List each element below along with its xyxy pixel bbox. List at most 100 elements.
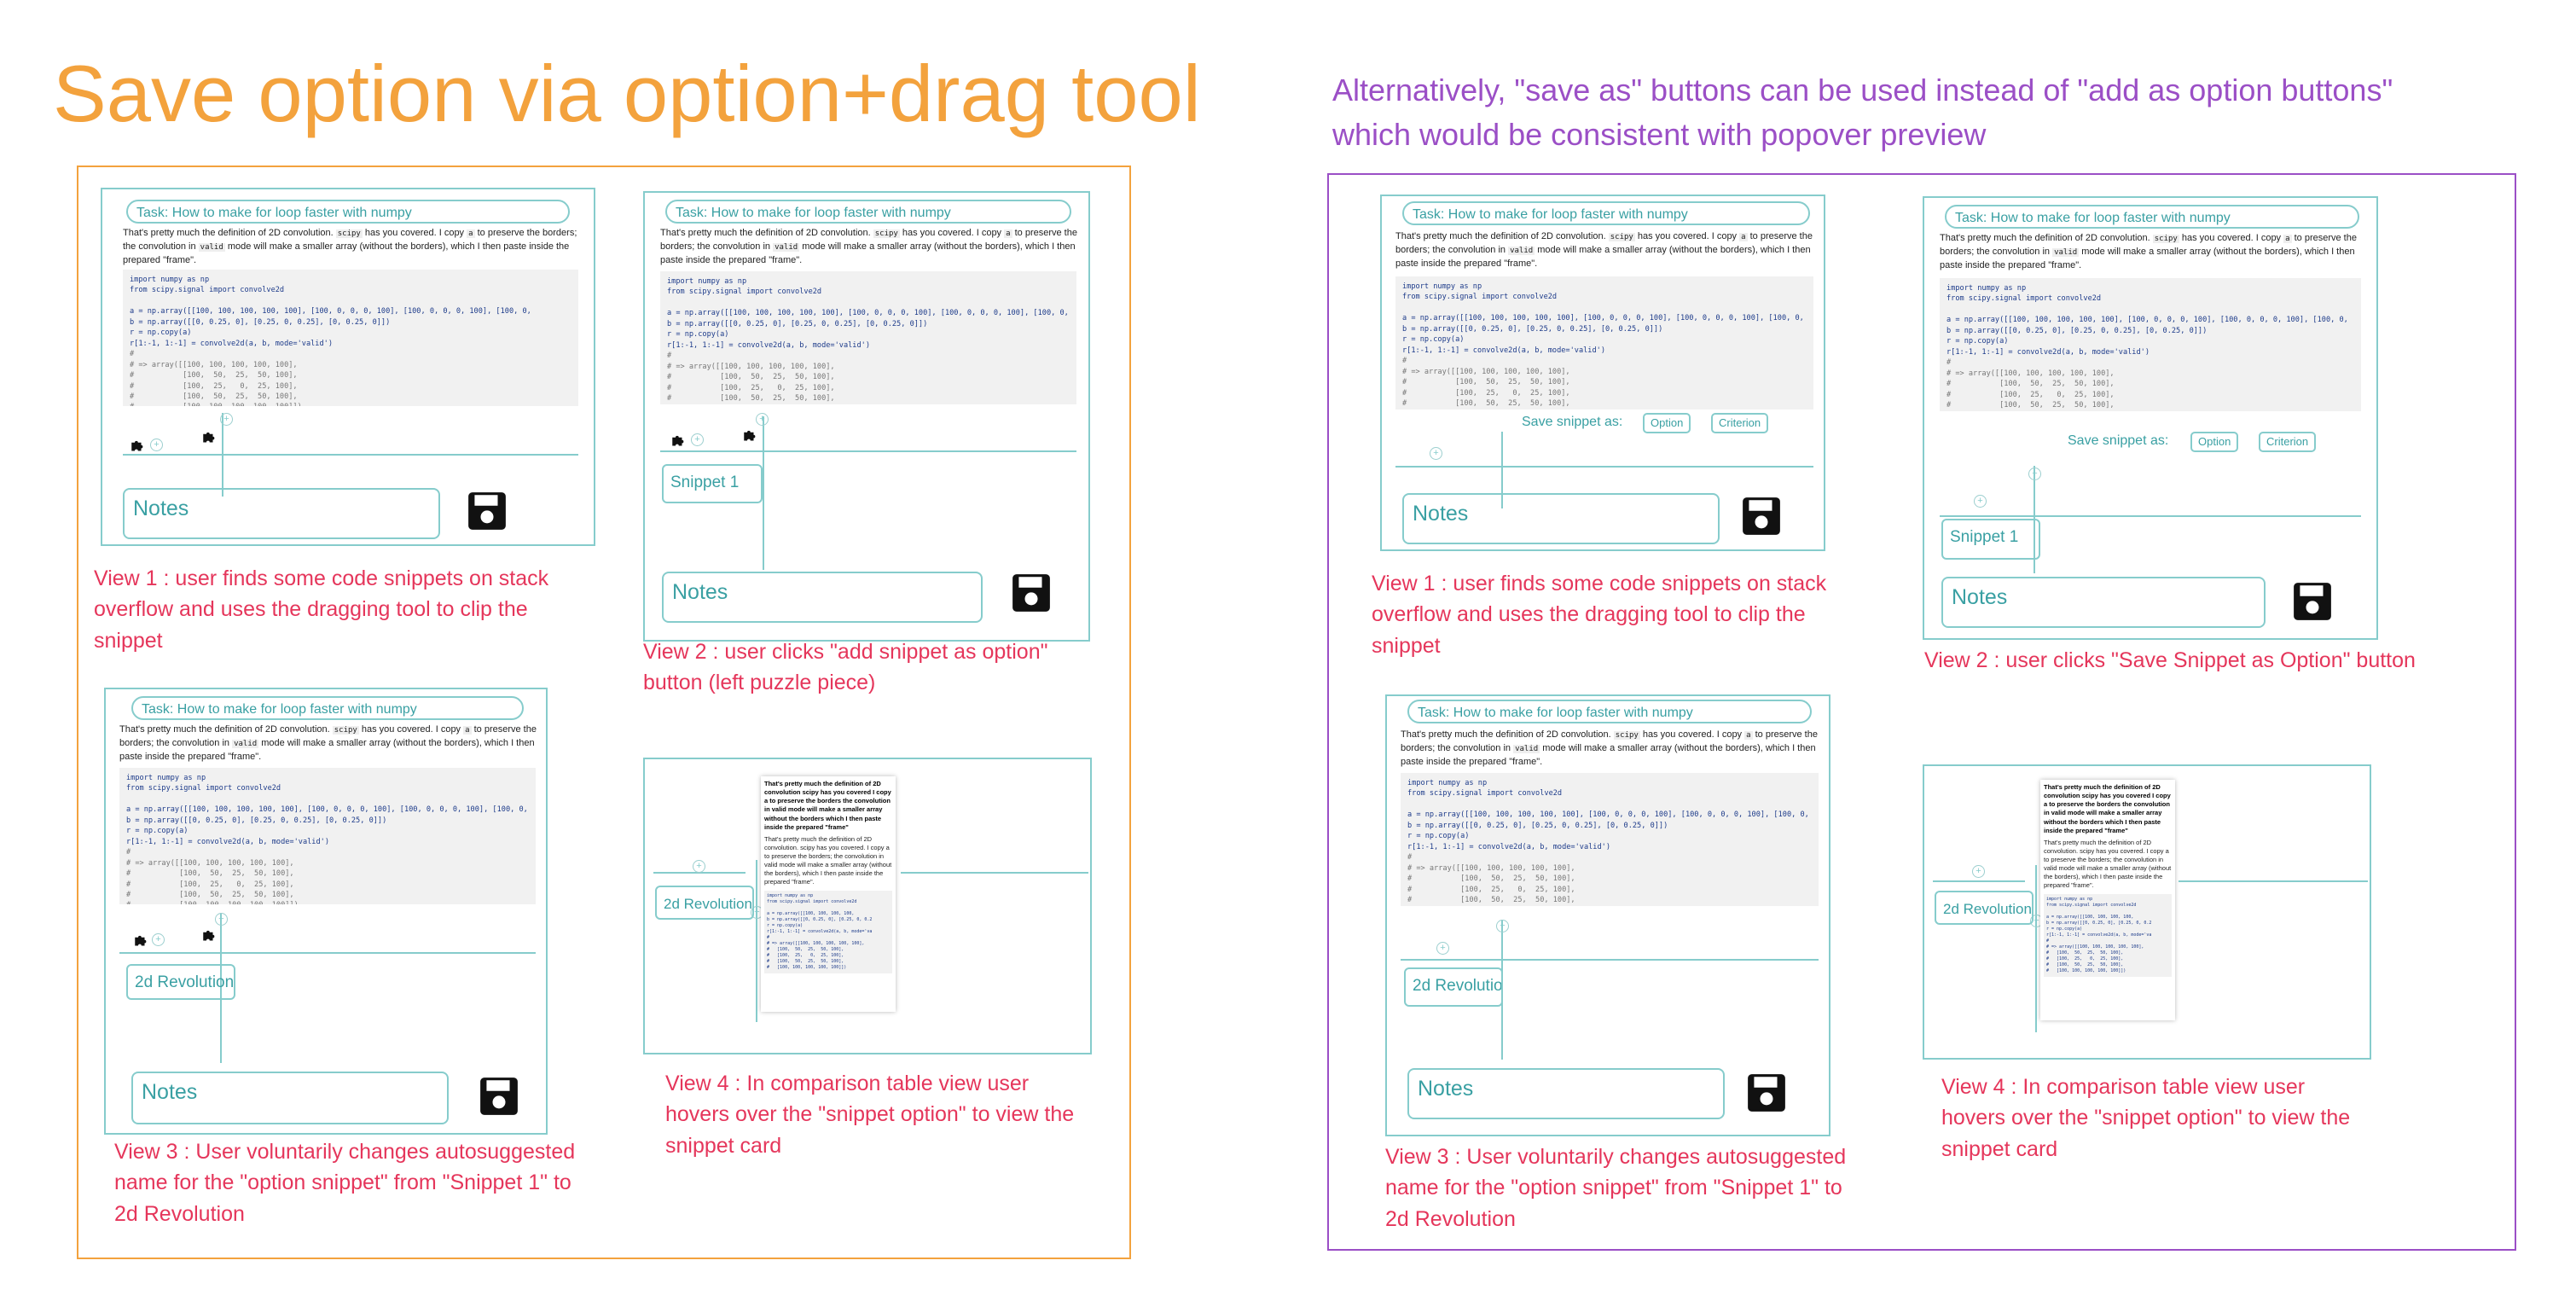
floppy-disk-save-icon[interactable] — [478, 1075, 520, 1118]
floppy-disk-save-icon[interactable] — [1745, 1072, 1788, 1114]
left-group-frame — [77, 166, 1131, 1259]
save-as-criterion-button[interactable]: Criterion — [1711, 413, 1769, 433]
puzzle-icon[interactable] — [670, 432, 686, 447]
plus-circle-icon[interactable]: + — [2028, 468, 2041, 480]
notes-field[interactable]: Notes — [1941, 577, 2266, 628]
plus-circle-icon[interactable]: + — [215, 913, 228, 926]
card-paragraph: That's pretty much the definition of 2D … — [2044, 838, 2172, 890]
drag-guide-horizontal — [1401, 959, 1819, 961]
table-row-divider — [2179, 880, 2368, 882]
notes-field[interactable]: Notes — [662, 572, 983, 623]
floppy-disk-save-icon[interactable] — [2291, 580, 2334, 623]
table-row-divider — [653, 872, 746, 874]
snippet-option-chip[interactable]: Snippet 1 — [1941, 519, 2040, 560]
answer-paragraph: That's pretty much the definition of 2D … — [119, 724, 537, 762]
plus-circle-icon[interactable]: + — [1972, 865, 1985, 878]
right-title-line1: Alternatively, "save as" buttons can be … — [1332, 73, 2393, 107]
task-title: Task: How to make for loop faster with n… — [1402, 201, 1810, 225]
caption-right-view4: View 4 : In comparison table view user h… — [1941, 1075, 2351, 1161]
left-view2: Task: How to make for loop faster with n… — [643, 191, 1090, 642]
code-block: import numpy as np from scipy.signal imp… — [660, 271, 1076, 404]
puzzle-icon[interactable] — [130, 437, 145, 452]
floppy-disk-save-icon[interactable] — [1740, 495, 1783, 537]
save-as-option-button[interactable]: Option — [1643, 413, 1691, 433]
answer-paragraph: That's pretty much the definition of 2D … — [660, 228, 1077, 265]
code-block: import numpy as np from scipy.signal imp… — [1401, 773, 1819, 906]
puzzle-icon[interactable] — [133, 932, 148, 947]
drag-guide-horizontal — [1940, 515, 2361, 517]
drag-guide-horizontal — [1395, 466, 1813, 468]
plus-circle-icon[interactable]: + — [1430, 447, 1442, 460]
notes-field[interactable]: Notes — [123, 488, 440, 539]
snippet-option-chip[interactable]: 2d Revolution — [1404, 967, 1503, 1007]
plus-circle-icon[interactable]: + — [691, 433, 704, 446]
left-title: Save option via option+drag tool — [53, 49, 1201, 138]
save-as-criterion-button[interactable]: Criterion — [2259, 432, 2317, 452]
card-code: import numpy as np from scipy.signal imp… — [764, 890, 892, 973]
caption-left-view3: View 3 : User voluntarily changes autosu… — [114, 1140, 576, 1226]
snippet-option-chip[interactable]: Snippet 1 — [662, 464, 763, 503]
caption-left-view2: View 2 : user clicks "add snippet as opt… — [643, 640, 1048, 695]
table-column-divider — [756, 860, 757, 1022]
task-title: Task: How to make for loop faster with n… — [131, 696, 524, 720]
answer-paragraph: That's pretty much the definition of 2D … — [1395, 231, 1813, 269]
right-group-frame — [1327, 173, 2516, 1251]
drag-guide-vertical — [1501, 432, 1503, 508]
task-title: Task: How to make for loop faster with n… — [126, 200, 570, 224]
code-block: import numpy as np from scipy.signal imp… — [1940, 278, 2361, 411]
task-title: Task: How to make for loop faster with n… — [1945, 205, 2359, 229]
right-title-line2: which would be consistent with popover p… — [1332, 117, 1987, 153]
right-view1: Task: How to make for loop faster with n… — [1380, 195, 1825, 551]
notes-field[interactable]: Notes — [1402, 493, 1720, 544]
plus-circle-icon[interactable]: + — [220, 413, 233, 426]
table-row-divider — [901, 872, 1088, 874]
right-view2: Task: How to make for loop faster with n… — [1923, 196, 2378, 640]
drag-guide-vertical — [220, 913, 222, 1063]
drag-guide-horizontal — [119, 952, 536, 954]
save-snippet-as-label: Save snippet as: — [1522, 415, 1623, 429]
plus-circle-icon[interactable]: + — [150, 439, 163, 451]
right-title: Alternatively, "save as" buttons can be … — [1332, 68, 2544, 157]
task-title: Task: How to make for loop faster with n… — [665, 200, 1071, 224]
code-block: import numpy as np from scipy.signal imp… — [119, 768, 536, 904]
answer-paragraph: That's pretty much the definition of 2D … — [1401, 729, 1818, 767]
right-view3: Task: How to make for loop faster with n… — [1385, 694, 1830, 1136]
snippet-option-chip[interactable]: 2d Revolution — [655, 886, 754, 920]
snippet-option-chip[interactable]: 2d Revolution — [126, 964, 235, 1000]
plus-circle-icon[interactable]: + — [1436, 942, 1449, 955]
floppy-disk-save-icon[interactable] — [1010, 572, 1053, 614]
drag-guide-horizontal — [123, 454, 578, 456]
caption-left-view1: View 1 : user finds some code snippets o… — [94, 566, 549, 653]
plus-circle-icon[interactable]: + — [1974, 495, 1987, 508]
plus-circle-icon[interactable]: + — [756, 413, 769, 426]
code-block: import numpy as np from scipy.signal imp… — [1395, 276, 1813, 410]
card-paragraph: That's pretty much the definition of 2D … — [764, 834, 892, 886]
save-snippet-as-label: Save snippet as: — [2068, 433, 2169, 448]
puzzle-icon[interactable] — [201, 927, 217, 942]
caption-right-view3: View 3 : User voluntarily changes autosu… — [1385, 1145, 1847, 1231]
answer-paragraph: That's pretty much the definition of 2D … — [123, 228, 577, 265]
left-view4: + + 2d Revolution That's pretty much the… — [643, 758, 1092, 1054]
floppy-disk-save-icon[interactable] — [466, 490, 508, 532]
plus-circle-icon[interactable]: + — [152, 933, 165, 946]
plus-circle-icon[interactable]: + — [1496, 920, 1509, 932]
caption-right-view1: View 1 : user finds some code snippets o… — [1372, 572, 1827, 658]
code-block: import numpy as np from scipy.signal imp… — [123, 270, 578, 406]
notes-field[interactable]: Notes — [131, 1072, 449, 1124]
drag-guide-vertical — [763, 416, 764, 570]
drag-guide-horizontal — [660, 450, 1076, 452]
save-as-option-button[interactable]: Option — [2190, 432, 2239, 452]
puzzle-icon[interactable] — [201, 428, 217, 444]
left-view1: Task: How to make for loop faster with n… — [101, 188, 595, 546]
puzzle-icon[interactable] — [742, 427, 757, 442]
right-view4: + + 2d Revolution That's pretty much the… — [1923, 764, 2371, 1060]
plus-circle-icon[interactable]: + — [693, 860, 705, 873]
snippet-option-chip[interactable]: 2d Revolution — [1935, 891, 2034, 925]
table-row-divider — [1933, 880, 2025, 882]
table-column-divider — [2035, 865, 2037, 1032]
caption-right-view2: View 2 : user clicks "Save Snippet as Op… — [1924, 648, 2416, 672]
snippet-preview-card: That's pretty much the definition of 2D … — [761, 776, 896, 1012]
task-title: Task: How to make for loop faster with n… — [1407, 700, 1812, 723]
card-summary: That's pretty much the definition of 2D … — [2044, 783, 2171, 834]
notes-field[interactable]: Notes — [1407, 1068, 1725, 1119]
